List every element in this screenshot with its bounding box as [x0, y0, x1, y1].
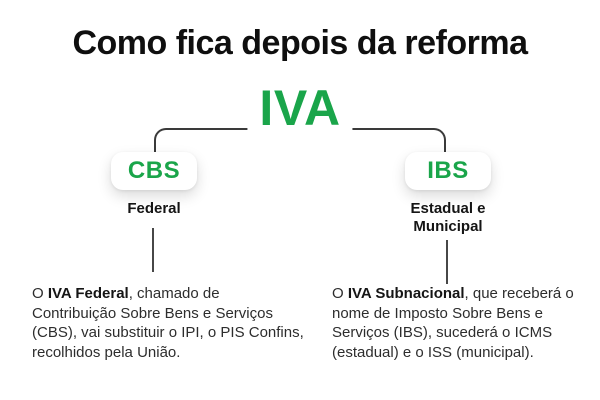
- tree-node-cbs-label: CBS: [127, 157, 181, 184]
- ibs-description-bold: IVA Subnacional: [347, 285, 465, 302]
- cbs-sublabel-federal: Federal: [127, 200, 181, 217]
- ibs-description-prefix: O: [332, 285, 348, 302]
- ibs-vertical-connector: [446, 240, 448, 284]
- ibs-description-rest: , que receberá o nome de Imposto Sobre B…: [332, 285, 574, 361]
- cbs-description-rest: , chamado de Contribuição Sobre Bens e S…: [32, 285, 304, 361]
- page-title: Como fica depois da reforma: [72, 24, 528, 62]
- tree-node-ibs-label: IBS: [427, 157, 469, 184]
- cbs-vertical-connector: [152, 228, 154, 272]
- tree-root-label-iva: IVA: [247, 82, 353, 134]
- cbs-description-bold: IVA Federal: [47, 285, 129, 302]
- cbs-description: O IVA Federal, chamado de Contribuição S…: [32, 284, 304, 362]
- cbs-description-prefix: O: [32, 285, 48, 302]
- ibs-description: O IVA Subnacional, que receberá o nome d…: [332, 284, 596, 362]
- ibs-sublabel-estadual-municipal: Estadual e Municipal: [410, 200, 486, 235]
- tree-node-ibs: IBS: [405, 152, 491, 190]
- tree-node-cbs: CBS: [111, 152, 197, 190]
